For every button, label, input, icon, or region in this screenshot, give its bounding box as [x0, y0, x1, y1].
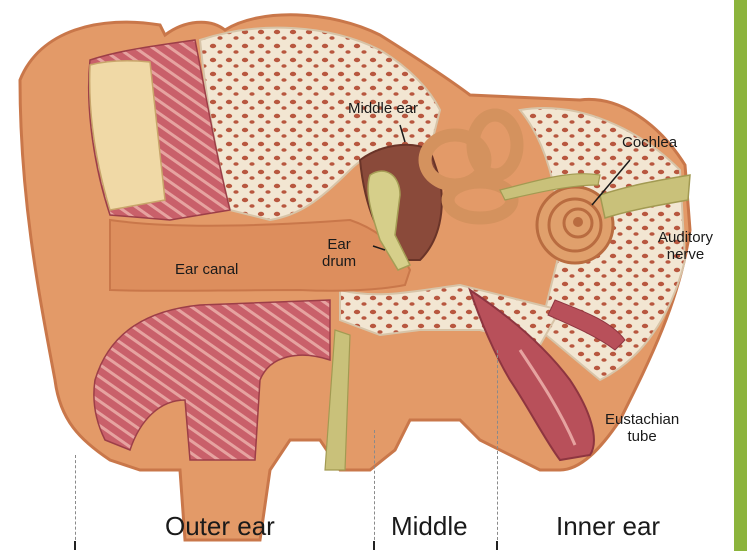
auditory-nerve-label: Auditory nerve: [658, 229, 713, 263]
middle-left-tick: [373, 541, 375, 550]
ear-canal-label: Ear canal: [175, 261, 238, 278]
outer-ear-region-label: Outer ear: [165, 511, 275, 542]
middle-right-tick: [496, 541, 498, 550]
eustachian-tube-label-line2: tube: [605, 428, 679, 445]
ear-drum-label-line1: Ear: [322, 236, 356, 253]
middle-region-label: Middle: [391, 511, 468, 542]
cochlea-label: Cochlea: [622, 134, 677, 151]
outer-ear-left-divider: [75, 455, 76, 545]
left-tick: [74, 541, 76, 550]
eustachian-tube-label-line1: Eustachian: [605, 411, 679, 428]
ear-canal-shape: [110, 220, 410, 291]
auditory-nerve-label-line2: nerve: [658, 246, 713, 263]
outer-middle-divider: [374, 430, 375, 545]
auditory-nerve-label-line1: Auditory: [658, 229, 713, 246]
middle-inner-divider: [497, 350, 498, 545]
accent-bar: [734, 0, 747, 551]
eustachian-tube-label: Eustachian tube: [605, 411, 679, 445]
middle-ear-label: Middle ear: [348, 100, 418, 117]
inner-ear-region-label: Inner ear: [556, 511, 660, 542]
ear-drum-label: Ear drum: [322, 236, 356, 270]
ear-drum-label-line2: drum: [322, 253, 356, 270]
